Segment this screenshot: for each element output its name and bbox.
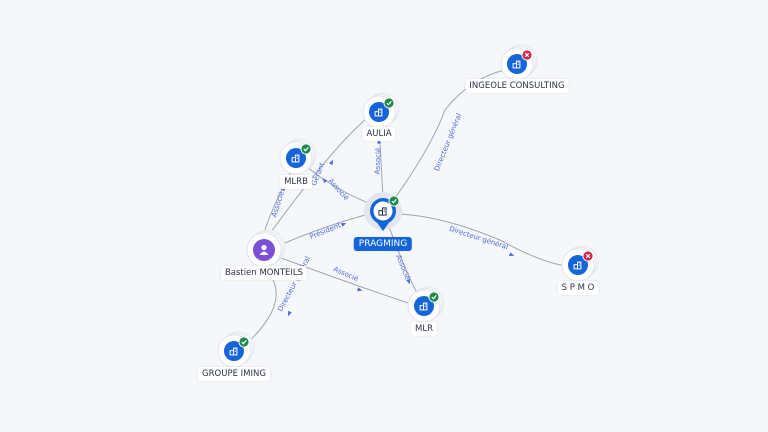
cross-icon (582, 250, 594, 262)
node-label-spmo[interactable]: S P M O (557, 281, 599, 295)
check-icon (388, 195, 400, 207)
node-spmo[interactable] (561, 245, 599, 282)
check-icon (428, 291, 440, 303)
edge-arrow-icon (322, 178, 328, 184)
node-bastien[interactable] (246, 229, 286, 268)
edge-label: Président (309, 221, 343, 241)
edge-label: Associé (374, 148, 383, 175)
node-aulia[interactable] (362, 92, 400, 129)
building-icon (512, 60, 521, 69)
edge-arrow-icon (340, 222, 347, 227)
edge-pragming-mlr[interactable]: Associé (387, 223, 419, 296)
node-label-aulia[interactable]: AULIA (362, 127, 396, 141)
edge-arrow-icon (406, 278, 410, 285)
edge-label: Associé (394, 253, 411, 281)
edge-arrow-icon (356, 287, 363, 292)
node-label-bastien[interactable]: Bastien MONTEILS (220, 266, 308, 280)
building-icon (573, 261, 582, 270)
edge-label: Directeur général (448, 225, 509, 252)
node-mlr[interactable] (407, 286, 445, 323)
building-icon (291, 154, 300, 163)
edge-line[interactable] (391, 69, 506, 203)
building-icon (419, 302, 428, 311)
edge-label: Directeur général (433, 112, 463, 172)
node-label-pragming[interactable]: PRAGMING (353, 237, 413, 251)
edge-label: Associé (332, 265, 359, 283)
check-icon (300, 143, 312, 155)
node-ingeole[interactable] (500, 44, 538, 81)
building-icon (378, 207, 387, 216)
nodes-layer (217, 44, 599, 368)
person-icon (259, 244, 269, 255)
node-iming[interactable] (217, 331, 255, 368)
building-icon (374, 108, 383, 117)
edge-arrow-icon (509, 252, 515, 257)
edge-line[interactable] (387, 223, 419, 296)
edge-arrow-icon (288, 310, 292, 317)
check-icon (238, 336, 250, 348)
node-badge-inner (373, 201, 393, 221)
edge-line[interactable] (265, 117, 368, 240)
node-label-mlr[interactable]: MLR (411, 322, 437, 336)
edge-pragming-spmo[interactable]: Directeur général (395, 213, 567, 267)
edge-arrow-icon (329, 159, 334, 166)
edge-line[interactable] (275, 255, 412, 305)
edge-arrow-icon (377, 138, 382, 144)
check-icon (383, 97, 395, 109)
building-icon (229, 347, 238, 356)
edge-label: Associé (327, 177, 351, 202)
node-label-iming[interactable]: GROUPE IMING (198, 367, 270, 381)
node-pragming[interactable] (364, 192, 402, 231)
edge-line[interactable] (395, 213, 567, 267)
node-label-mlrb[interactable]: MLRB (280, 175, 312, 189)
edge-label: Directeur général (276, 255, 312, 313)
cross-icon (521, 49, 533, 61)
edge-line[interactable] (305, 165, 372, 205)
node-mlrb[interactable] (279, 138, 317, 175)
node-label-ingeole[interactable]: INGEOLE CONSULTING (465, 79, 569, 93)
